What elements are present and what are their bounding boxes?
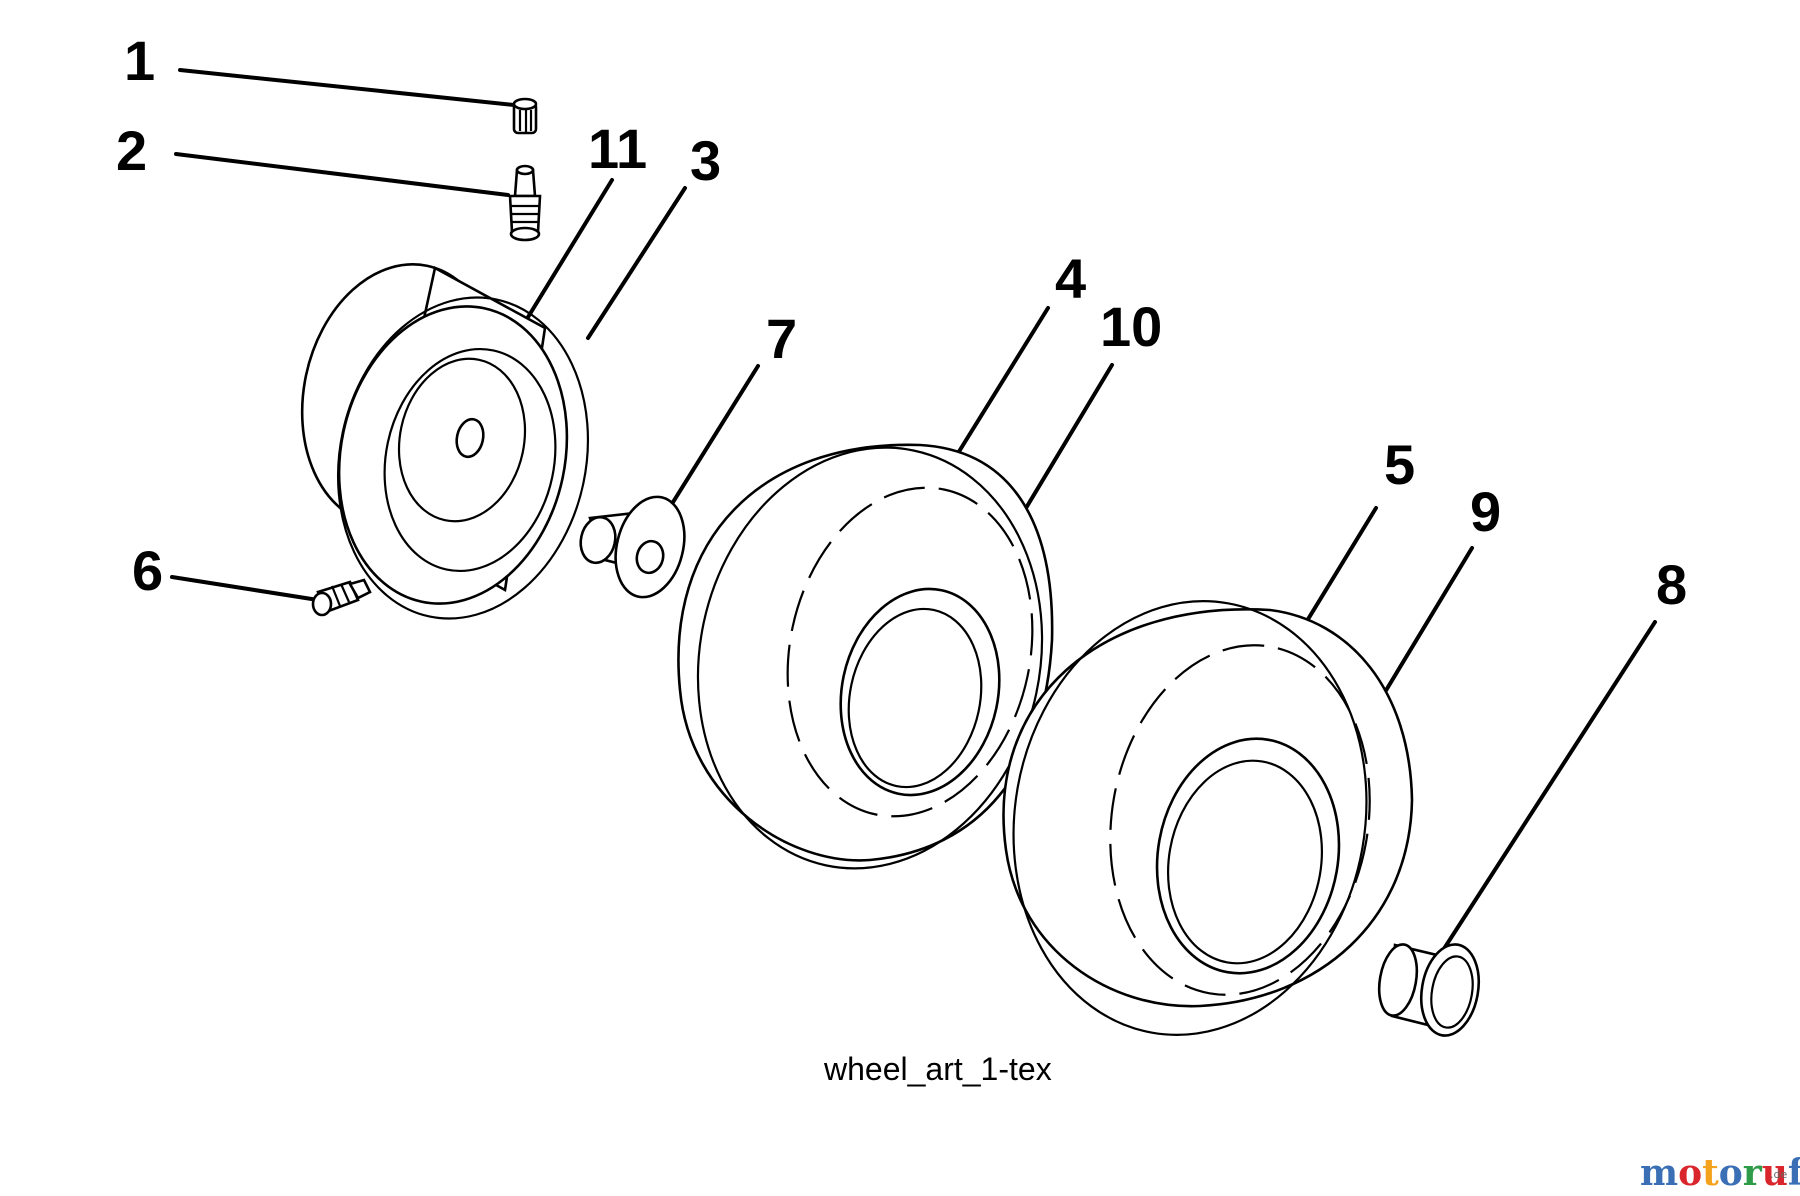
callout-6: 6 — [132, 539, 163, 602]
leader-line-7 — [663, 364, 760, 517]
leader-line-2 — [174, 152, 510, 197]
callout-1: 1 — [124, 29, 155, 92]
callout-11: 11 — [588, 117, 647, 180]
diagram-caption: wheel_art_1-tex — [823, 1051, 1052, 1087]
bushing-part — [579, 495, 686, 599]
callout-8: 8 — [1656, 553, 1687, 616]
watermark-letter-o: o — [1678, 1152, 1702, 1194]
watermark-letter-m: m — [1640, 1152, 1678, 1194]
watermark-suffix: .de — [1770, 1168, 1787, 1181]
watermark-letter-o2: o — [1719, 1152, 1743, 1194]
valve-stem-part — [508, 164, 542, 242]
callout-5: 5 — [1384, 433, 1415, 496]
rim-part — [300, 263, 590, 620]
watermark-wordmark: motoruf — [1640, 1152, 1800, 1194]
grease-fitting-part — [311, 578, 372, 617]
leader-line-9 — [1380, 546, 1474, 699]
leader-line-4 — [953, 306, 1050, 460]
callout-4: 4 — [1055, 247, 1086, 310]
watermark-logo: motoruf .de — [1640, 1152, 1800, 1194]
valve-cap-part — [512, 97, 538, 135]
leader-line-8 — [1436, 620, 1657, 960]
watermark-letter-u: u — [1762, 1152, 1788, 1194]
leader-lines — [170, 68, 1657, 960]
callout-9: 9 — [1470, 480, 1501, 543]
callout-numbers: 1 2 11 3 4 10 7 5 9 8 6 — [116, 29, 1687, 616]
leader-line-1 — [178, 68, 516, 107]
callout-3: 3 — [690, 129, 721, 192]
hub-spacer-part — [1377, 943, 1481, 1037]
front-tire-part — [677, 443, 1054, 870]
watermark-letter-t: t — [1702, 1152, 1719, 1194]
leader-line-10 — [1018, 363, 1114, 520]
callout-10: 10 — [1100, 295, 1162, 358]
leader-line-6 — [170, 575, 320, 602]
callout-7: 7 — [766, 307, 797, 370]
watermark-letter-f: f — [1788, 1152, 1800, 1194]
watermark-letter-r: r — [1743, 1152, 1763, 1194]
rear-tire-part — [1002, 600, 1414, 1036]
leader-line-3 — [586, 186, 687, 340]
callout-2: 2 — [116, 119, 147, 182]
